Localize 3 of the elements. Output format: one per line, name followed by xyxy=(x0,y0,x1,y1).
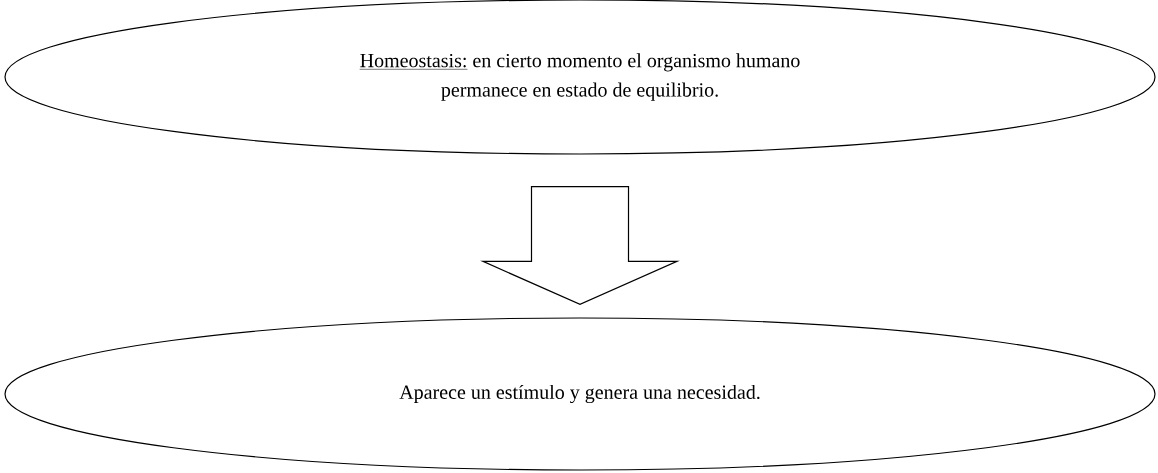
block-arrow xyxy=(480,186,680,306)
ellipse-node: Homeostasis: en cierto momento el organismo humano permanece en estado de equilibrio. xyxy=(4,0,1156,155)
ellipse-node: Aparece un estímulo y genera una necesidad. xyxy=(4,317,1156,471)
